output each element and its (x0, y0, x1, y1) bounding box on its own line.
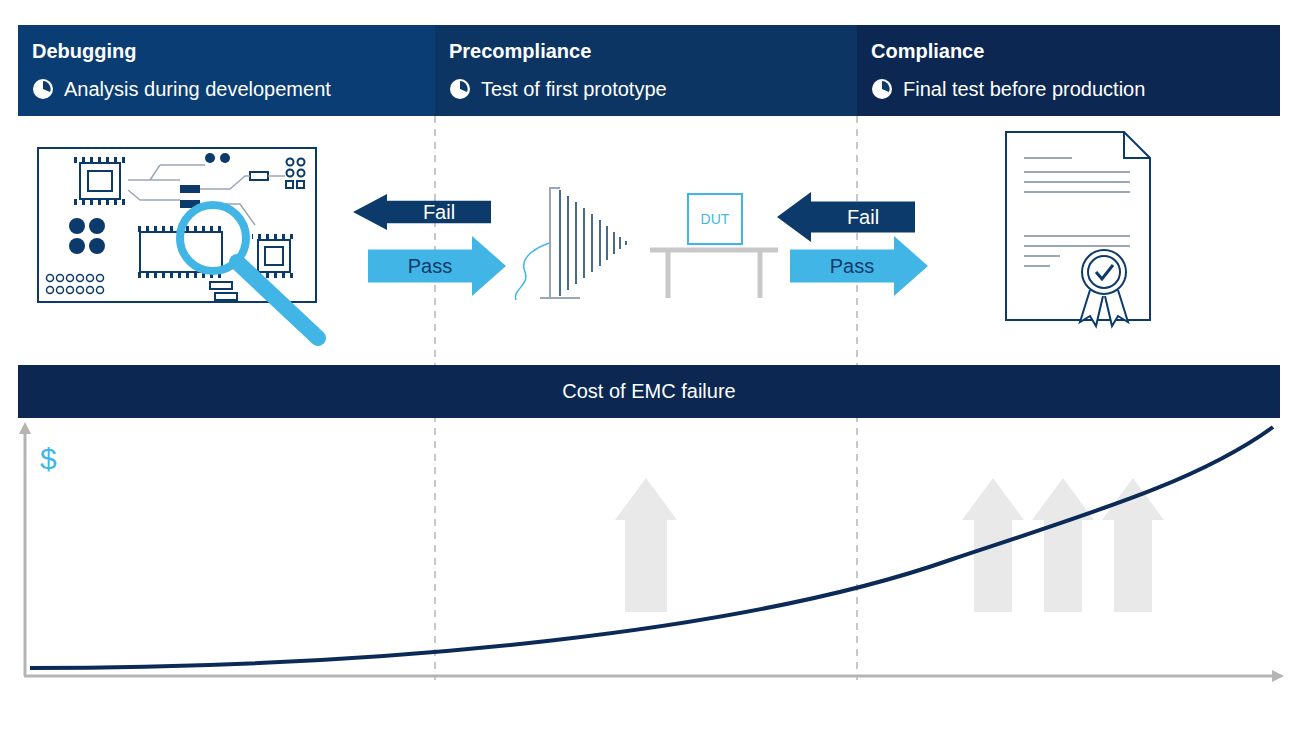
arrow-fill (368, 236, 506, 296)
cost-chart (19, 422, 1284, 682)
result-arrow: Pass (368, 236, 506, 296)
arrow-fill (353, 194, 491, 230)
result-arrow: Fail (777, 192, 915, 242)
magnifier-icon (180, 205, 318, 338)
cost-banner: Cost of EMC failure (18, 365, 1280, 418)
arrow-shape (353, 194, 491, 230)
clock-face (872, 79, 892, 99)
arrow-fill (790, 236, 928, 296)
result-label: Pass (830, 256, 874, 276)
phase-subtitle: Test of first prototype (481, 77, 667, 101)
phase-header: DebuggingAnalysis during developement (18, 25, 435, 116)
phase-header: ComplianceFinal test before production (857, 25, 1280, 116)
clock-hand (460, 81, 468, 92)
dut-label: DUT (701, 211, 730, 227)
result-arrow: Fail (353, 194, 491, 230)
result-label: Fail (423, 202, 455, 222)
banner-title: Cost of EMC failure (562, 380, 735, 403)
clock-face (33, 79, 53, 99)
dut-box: DUT (687, 193, 743, 245)
phase-subtitle-row: Final test before production (871, 77, 1266, 101)
currency-axis-label: $ (40, 442, 57, 476)
certificate-icon (1006, 132, 1150, 326)
test-table (650, 250, 778, 298)
antenna-icon (515, 188, 626, 300)
clock-hand (43, 81, 51, 92)
phase-subtitle-row: Analysis during developement (32, 77, 421, 101)
result-label: Pass (408, 256, 452, 276)
arrow-fill (777, 192, 915, 242)
arrow-shape (777, 192, 915, 242)
clock-face (450, 79, 470, 99)
clock-icon (32, 78, 54, 100)
phase-title: Debugging (32, 39, 421, 63)
clock-icon (449, 78, 471, 100)
pcb-illustration (38, 148, 316, 302)
phase-subtitle: Final test before production (903, 77, 1145, 101)
phase-title: Compliance (871, 39, 1266, 63)
result-arrow: Pass (790, 236, 928, 296)
phase-subtitle: Analysis during developement (64, 77, 331, 101)
result-label: Fail (847, 207, 879, 227)
phase-header: PrecomplianceTest of first prototype (435, 25, 857, 116)
clock-icon (871, 78, 893, 100)
clock-hand (882, 81, 890, 92)
phase-subtitle-row: Test of first prototype (449, 77, 843, 101)
phase-title: Precompliance (449, 39, 843, 63)
